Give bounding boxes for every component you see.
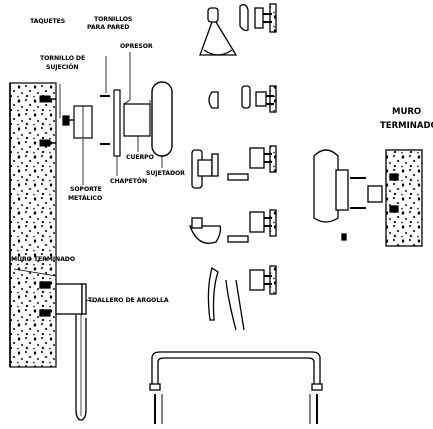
label-opresor: OPRESOR [120, 43, 153, 50]
label-taquetes: TAQUETES [30, 18, 66, 25]
label-chapeton: CHAPETÓN [110, 178, 148, 185]
label-tornillos-para-pared-line1: TORNILLOS [94, 16, 133, 23]
exploded-parts [59, 52, 173, 185]
label-cuerpo: CUERPO [126, 154, 154, 161]
paper-holder-accessory [207, 265, 277, 331]
label-muro-terminado-left: MURO TERMINADO [11, 256, 75, 263]
wall-section-right-assembly [313, 149, 423, 247]
label-tornillos-para-pared-line2: PARA PARED [87, 24, 130, 31]
towel-ring-assembly [13, 268, 97, 421]
wall-anchors-top [39, 95, 56, 147]
tumbler-holder-accessory [191, 145, 277, 189]
label-toallero-de-argolla: TOALLERO DE ARGOLLA [88, 297, 169, 304]
label-soporte-metalico-line2: METÁLICO [68, 195, 103, 202]
label-tornillo-sujecion-line1: TORNILLO DE [40, 55, 86, 62]
label-muro-terminado-right-line2: TERMINADO [380, 121, 433, 131]
label-tornillo-sujecion-line2: SUJECIÓN [46, 64, 79, 71]
towel-ring-accessory [199, 3, 277, 56]
label-sujetador: SUJETADOR [146, 170, 185, 177]
label-muro-terminado-right-line1: MURO [392, 107, 422, 117]
soap-dish-accessory [189, 209, 277, 244]
towel-bar-accessory [149, 351, 323, 424]
label-soporte-metalico-line1: SOPORTE [70, 186, 102, 193]
wall-section-left [9, 82, 57, 368]
robe-hook-accessory [208, 85, 277, 113]
